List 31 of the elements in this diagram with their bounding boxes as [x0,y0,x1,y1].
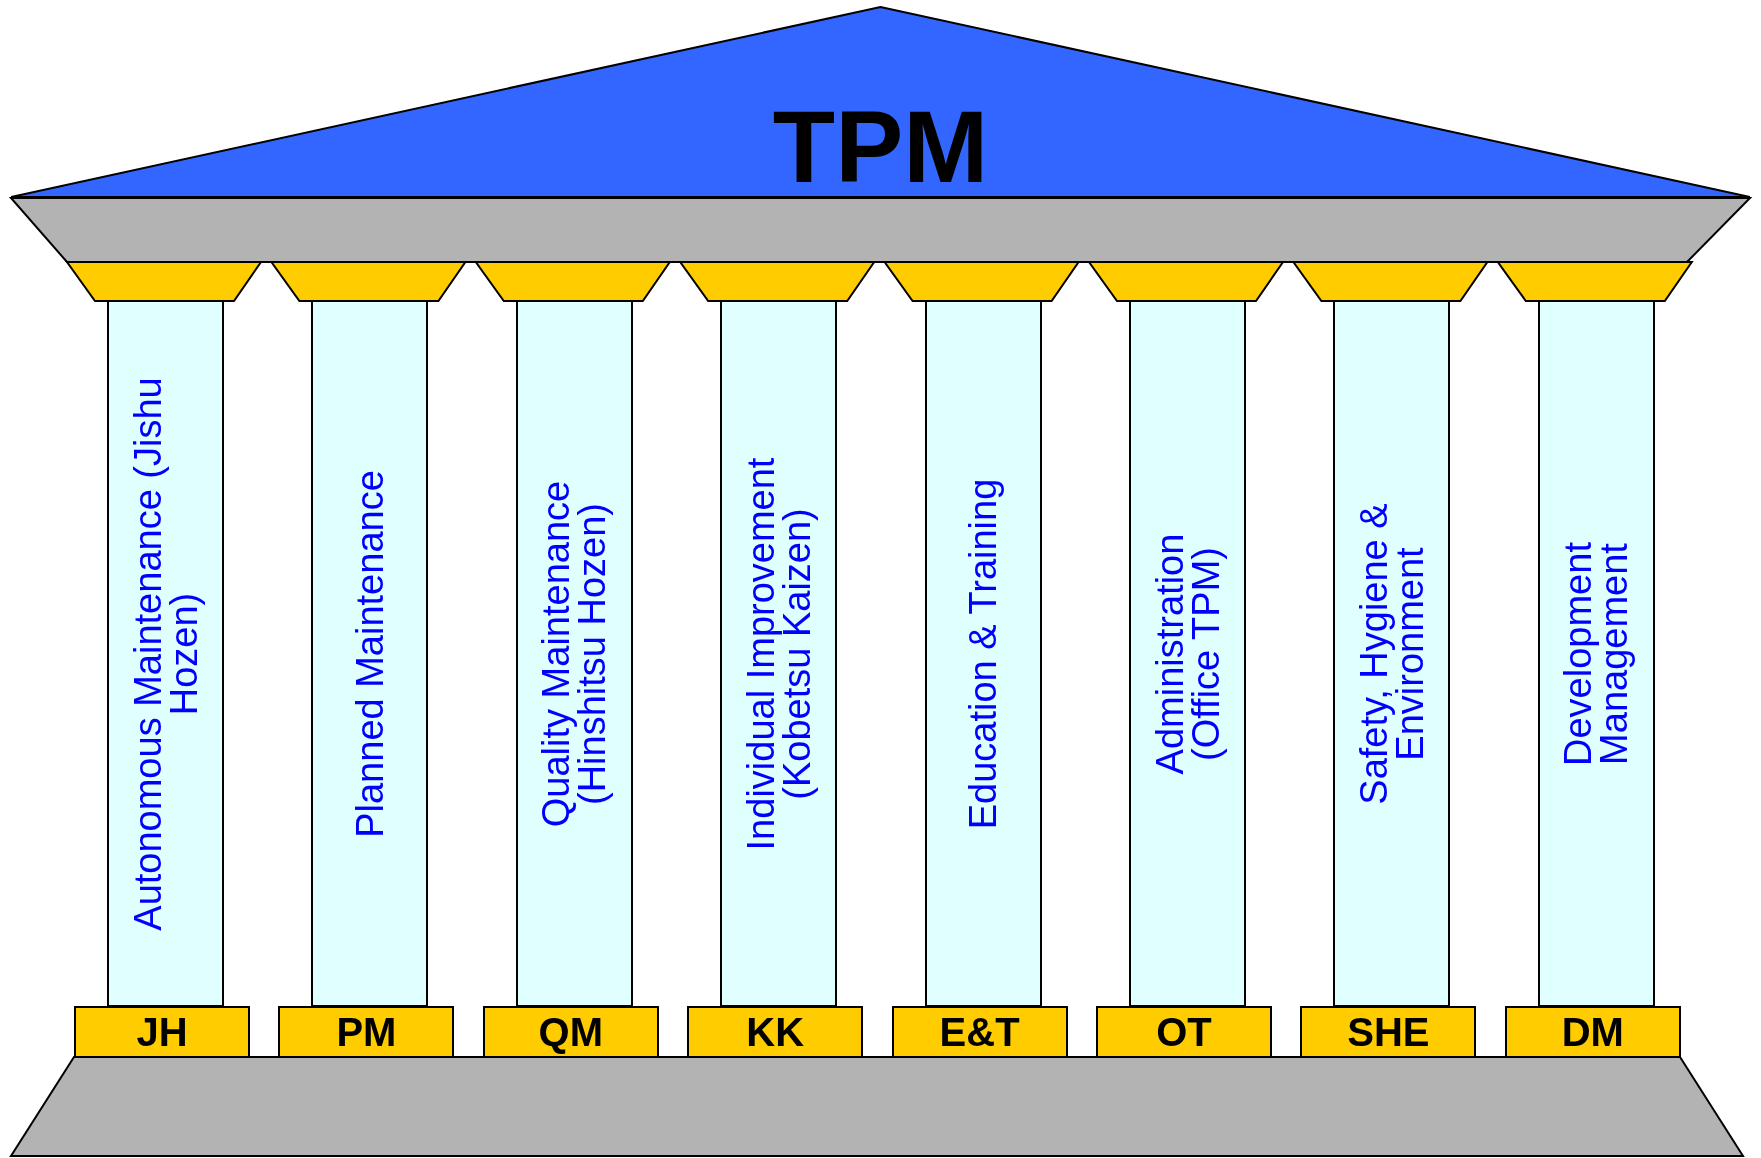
pillar-base-box [687,1006,864,1058]
pillar-abbreviation: DM [1561,1009,1624,1055]
pillar-abbreviation: E&T [939,1009,1020,1055]
pillar-label: Safety, Hygiene & Environment [1355,501,1428,807]
pillar-base-box [1300,1006,1477,1058]
pillar-abbreviation: PM [336,1009,397,1055]
pillar [311,300,429,1007]
pillar [720,300,838,1007]
pillar-base-box [278,1006,455,1058]
pillar [1333,300,1451,1007]
pillar [1537,300,1655,1007]
pillar [107,300,224,1007]
pillar [515,300,633,1007]
pillar [924,300,1042,1007]
pillar-base-box [891,1006,1068,1058]
pillar-abbreviation: JH [136,1009,188,1055]
pillar-base-box [1504,1006,1681,1058]
title-text: TPM [771,96,990,198]
pillar-abbreviation: OT [1156,1009,1212,1055]
pillar-label: Development Management [1560,540,1633,768]
pillar-label: Quality Maintenance (Hinshitsu Hozen) [538,479,611,829]
pillar-abbreviation: SHE [1347,1009,1430,1055]
roof-triangle [11,6,1750,198]
pillar-abbreviation: KK [746,1009,805,1055]
pillar-abbreviation: QM [538,1009,603,1055]
pillar-label: Education & Training [965,477,1002,831]
pillar-base-box [482,1006,659,1058]
pillar [1129,300,1246,1007]
pillar-base-box [1096,1006,1272,1058]
pillar-base-box [74,1006,250,1058]
pillar-label: Planned Maintenance [351,468,388,840]
